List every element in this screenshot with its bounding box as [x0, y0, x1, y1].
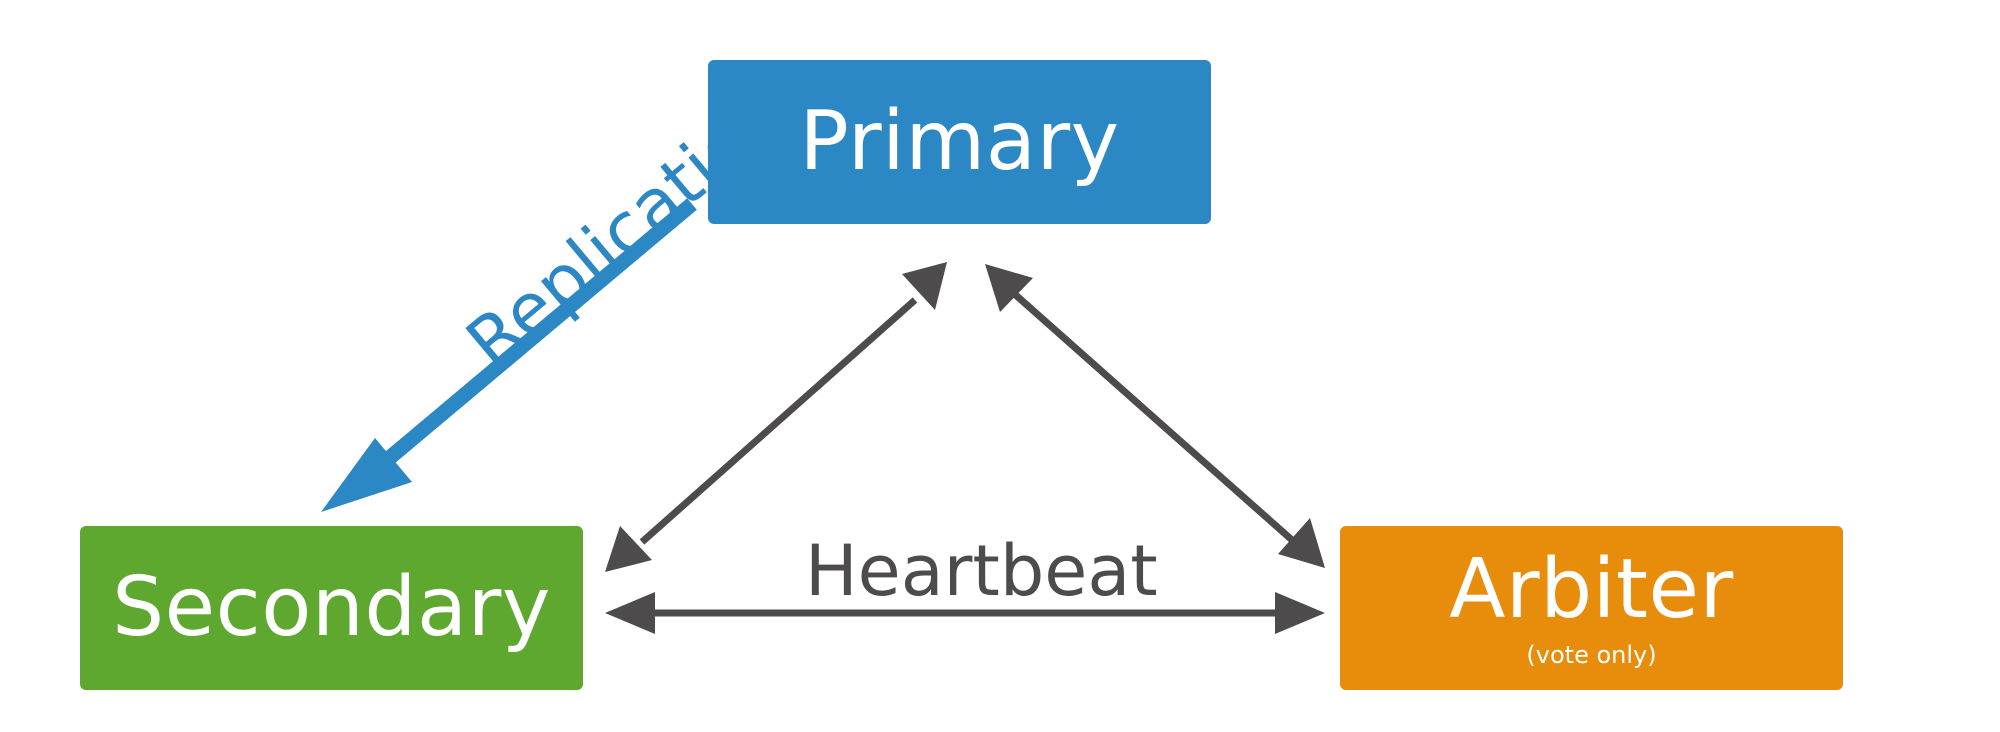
arbiter-sublabel: (vote only)	[1526, 641, 1657, 669]
replication-arrow	[321, 198, 697, 512]
heartbeat-label: Heartbeat	[805, 530, 1158, 612]
heartbeat-arrow-secondary-arbiter	[605, 592, 1325, 634]
secondary-node: Secondary	[80, 526, 583, 690]
primary-label: Primary	[799, 94, 1120, 189]
secondary-label: Secondary	[112, 560, 551, 655]
arbiter-node: Arbiter (vote only)	[1340, 526, 1843, 690]
heartbeat-arrow-primary-arbiter	[985, 264, 1325, 568]
arbiter-label: Arbiter	[1449, 542, 1734, 637]
heartbeat-arrow-primary-secondary	[605, 262, 947, 572]
primary-node: Primary	[708, 60, 1211, 224]
